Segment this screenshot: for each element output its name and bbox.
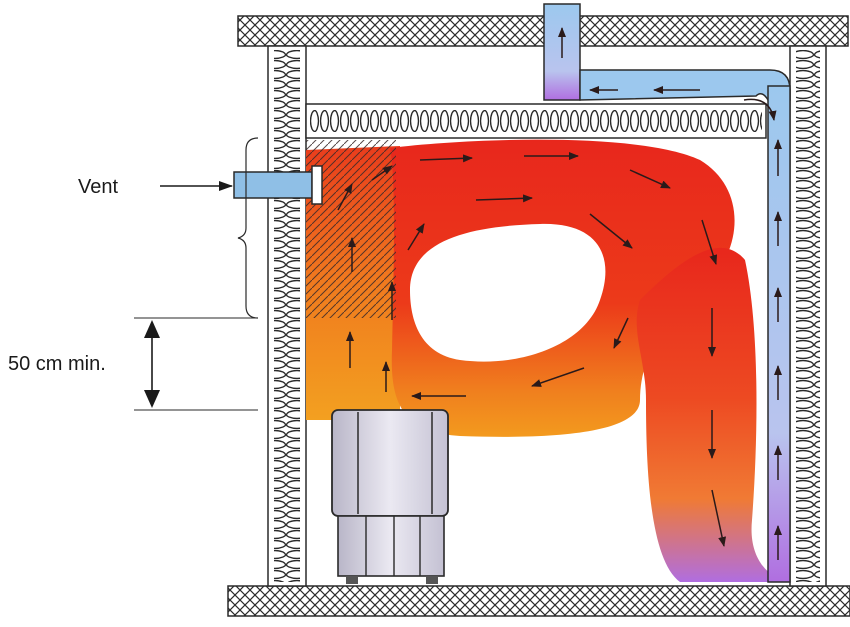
clearance-dimension bbox=[134, 317, 258, 411]
left-wall bbox=[267, 45, 307, 587]
inner-ceiling bbox=[305, 103, 767, 139]
right-wall bbox=[789, 45, 827, 587]
vent-label: Vent bbox=[78, 176, 118, 198]
heater-stove bbox=[331, 409, 449, 584]
airflow-arrows bbox=[337, 27, 782, 560]
vent-zone-brace bbox=[237, 137, 259, 319]
clearance-label: 50 cm min. bbox=[8, 353, 106, 375]
ceiling-slab bbox=[237, 15, 849, 47]
vent-pipe bbox=[233, 165, 323, 205]
floor-slab bbox=[227, 585, 850, 617]
